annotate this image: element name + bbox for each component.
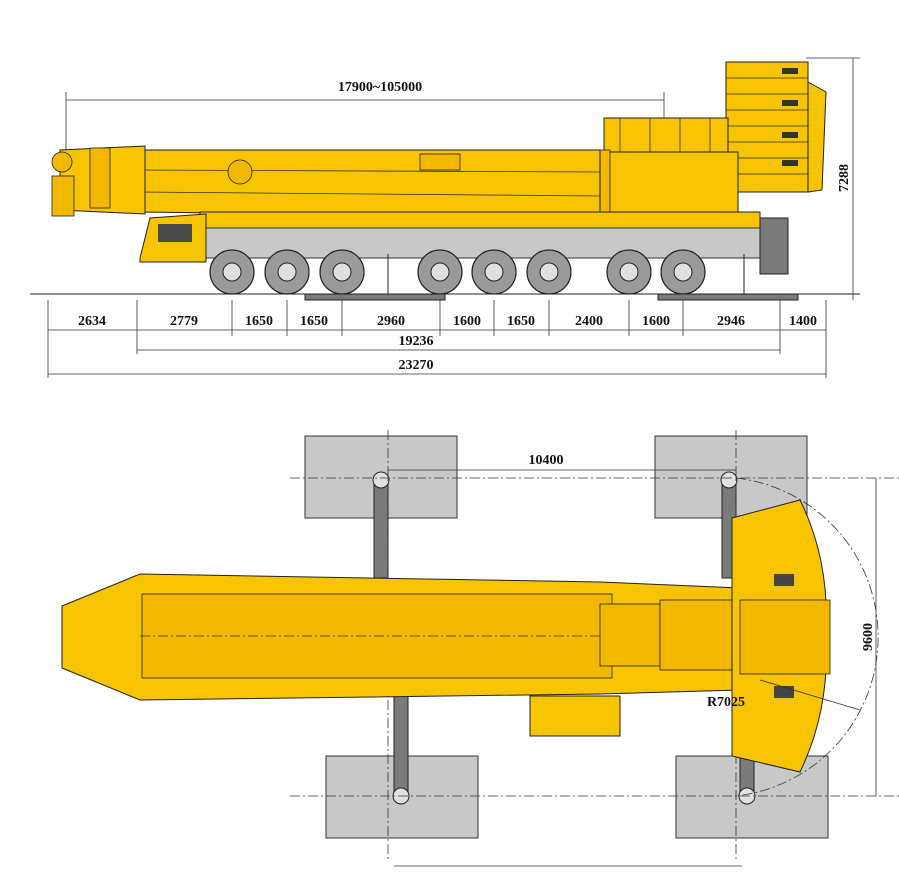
wheel — [209, 249, 255, 295]
carrier-body-top — [61, 573, 741, 737]
wheelbase-total-label: 19236 — [399, 334, 434, 349]
side-view: 17900~105000 7288 — [30, 57, 860, 378]
telescopic-boom — [139, 149, 601, 219]
top-view: 10400 9600 R7025 — [61, 430, 899, 867]
wheel — [417, 249, 463, 295]
overall-length-label: 23270 — [399, 358, 434, 373]
outrigger-length-label: 10400 — [529, 453, 564, 468]
wheel — [526, 249, 572, 295]
wheel — [319, 249, 365, 295]
wheel — [264, 249, 310, 295]
outrigger-pads-side — [304, 254, 799, 301]
boom-head — [51, 145, 146, 217]
outrigger-width-dimension: 9600 — [861, 478, 877, 796]
outrigger-width-label: 9600 — [861, 623, 876, 651]
total-dimensions: 19236 23270 — [48, 334, 826, 375]
axle-dimension-chain: 2634 2779 1650 1650 2960 1600 1650 2400 … — [47, 300, 827, 378]
axle-dim-5: 2960 — [377, 314, 405, 329]
axle-dim-1: 2634 — [78, 314, 106, 329]
axle-dim-8: 2400 — [575, 314, 603, 329]
axle-dim-10: 2946 — [717, 314, 745, 329]
center-lines — [290, 430, 899, 860]
outrigger-length-dimension: 10400 — [388, 453, 742, 867]
boom-length-label: 17900~105000 — [338, 80, 422, 95]
wheel — [471, 249, 517, 295]
wheel — [606, 249, 652, 295]
height-label: 7288 — [837, 164, 852, 192]
axle-dim-6: 1600 — [453, 314, 481, 329]
wheel — [660, 249, 706, 295]
axle-dim-3: 1650 — [245, 314, 273, 329]
height-dimension: 7288 — [806, 57, 860, 300]
tail-radius: R7025 — [707, 679, 861, 711]
boom-length-dimension: 17900~105000 — [65, 80, 665, 155]
axle-dim-9: 1600 — [642, 314, 670, 329]
axle-dim-7: 1650 — [507, 314, 535, 329]
carrier-chassis — [139, 211, 789, 275]
axle-dim-2: 2779 — [170, 314, 198, 329]
counterweight-stack — [725, 61, 827, 193]
tail-radius-label: R7025 — [707, 695, 745, 710]
axle-dim-11: 1400 — [789, 314, 817, 329]
counterweight-plan — [731, 499, 831, 773]
wheels — [209, 249, 706, 295]
axle-dim-4: 1650 — [300, 314, 328, 329]
